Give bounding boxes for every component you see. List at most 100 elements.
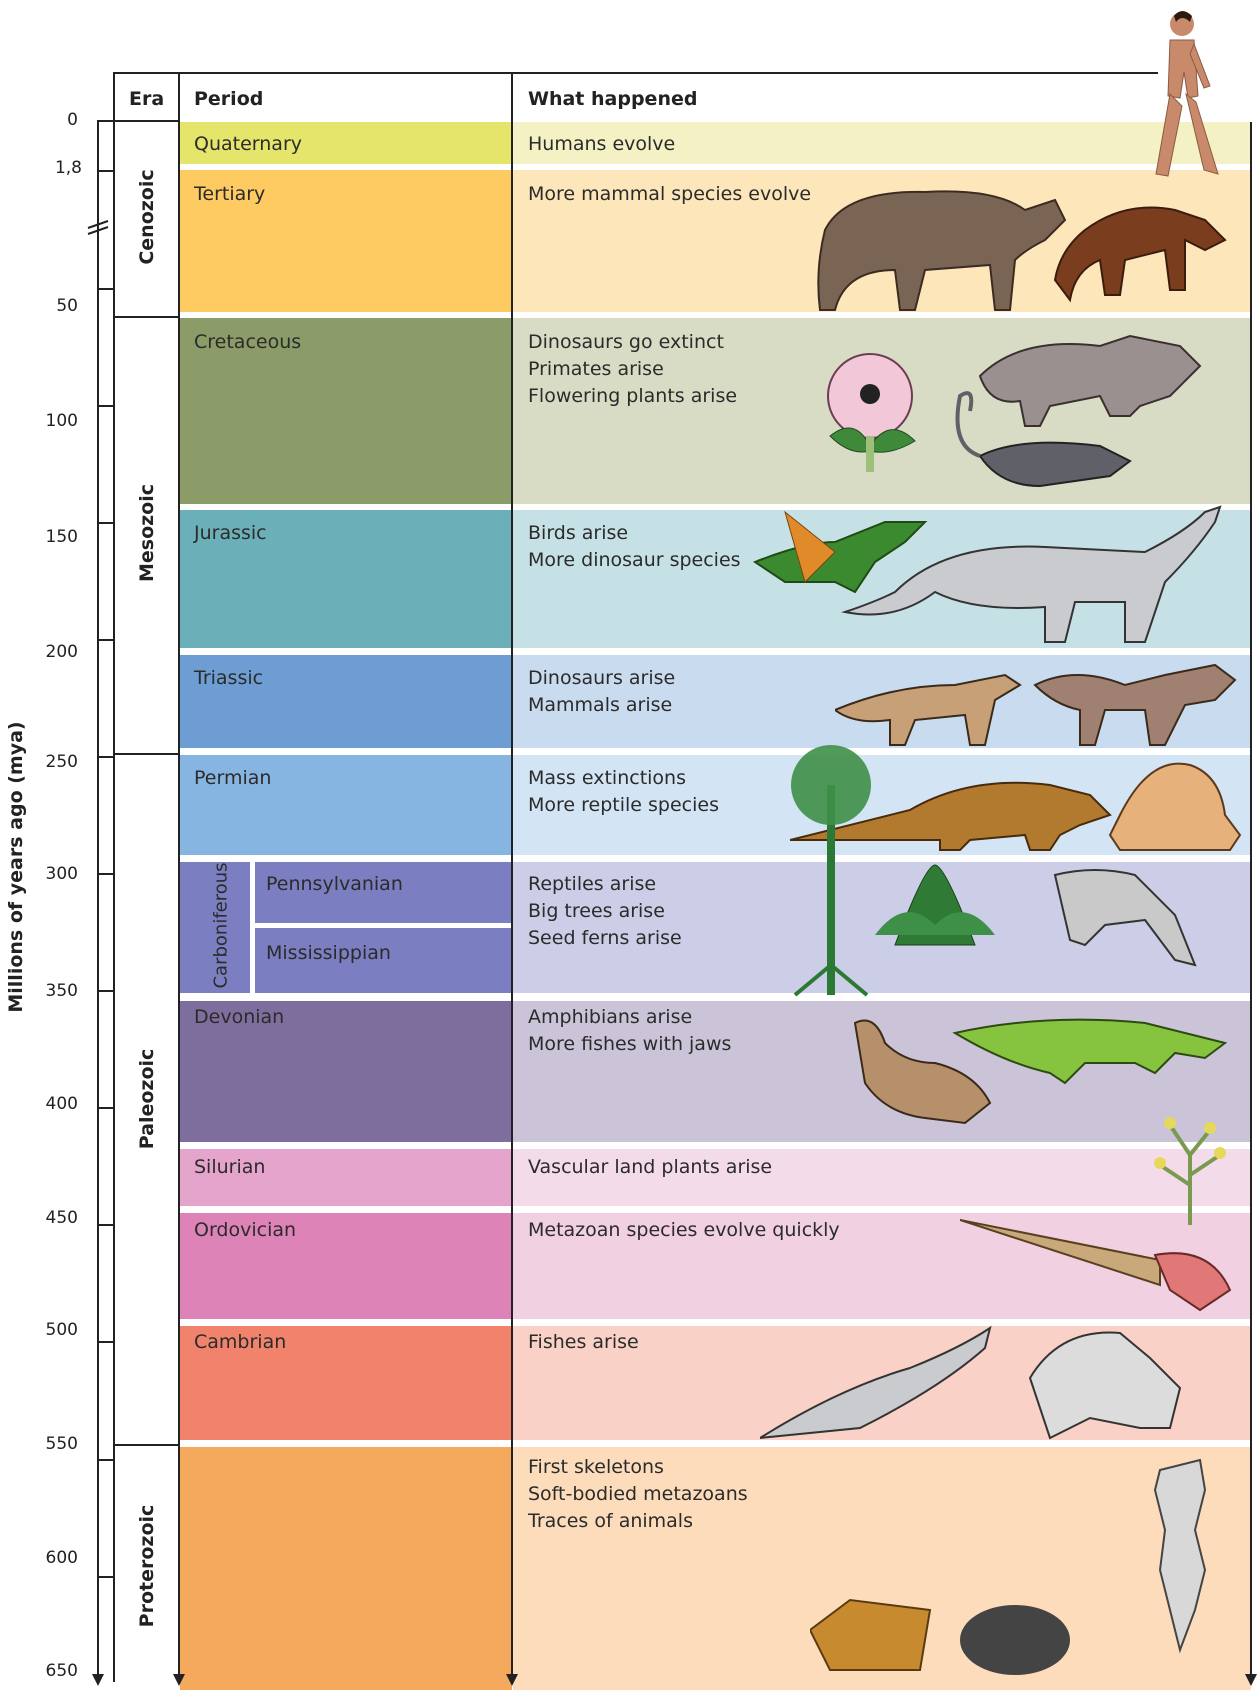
period-name-devonian: Devonian	[194, 1004, 284, 1031]
ediacaran-fossil-illustrations	[810, 1450, 1240, 1690]
triassic-reptile-illustrations	[835, 655, 1245, 750]
period-name-tertiary: Tertiary	[194, 181, 265, 208]
events-cambrian: Fishes arise	[528, 1329, 639, 1356]
fern-tree-illustrations	[775, 745, 1245, 1015]
header-bottom-rule	[113, 120, 179, 122]
tick-mark	[97, 288, 113, 290]
era-paleozoic: Paleozoic	[136, 1039, 158, 1159]
tick-mark	[97, 1107, 113, 1109]
events-cretaceous: Dinosaurs go extinct Primates arise Flow…	[528, 329, 737, 410]
events-permian: Mass extinctions More reptile species	[528, 765, 719, 819]
tick-label: 650	[18, 1661, 78, 1681]
event-line: Humans evolve	[528, 131, 675, 158]
time-axis-line	[97, 120, 99, 1680]
header-events: What happened	[528, 88, 697, 110]
period-band-proterozoic	[180, 1447, 512, 1690]
era-column-left	[113, 72, 115, 1682]
period-name-pennsylvanian: Pennsylvanian	[266, 871, 403, 898]
dinosaur-flower-illustrations	[800, 316, 1240, 502]
event-line: Soft-bodied metazoans	[528, 1481, 748, 1508]
tick-mark	[97, 1341, 113, 1343]
event-line: Dinosaurs go extinct	[528, 329, 737, 356]
tick-mark	[97, 522, 113, 524]
tick-label: 500	[18, 1320, 78, 1340]
tick-label: 1,8	[22, 158, 82, 178]
tick-label: 300	[18, 864, 78, 884]
period-name-mississippian: Mississippian	[266, 940, 391, 967]
tick-label: 600	[18, 1548, 78, 1568]
down-arrow-icon	[90, 1672, 106, 1688]
event-line: Reptiles arise	[528, 871, 682, 898]
tick-label: 100	[18, 411, 78, 431]
period-name-ordovician: Ordovician	[194, 1217, 296, 1244]
period-name-permian: Permian	[194, 765, 271, 792]
cambrian-animal-illustrations	[760, 1318, 1240, 1443]
events-ordovician: Metazoan species evolve quickly	[528, 1217, 840, 1244]
event-line: Flowering plants arise	[528, 383, 737, 410]
tick-mark	[97, 1459, 113, 1461]
axis-break-icon	[86, 218, 110, 236]
period-name-cretaceous: Cretaceous	[194, 329, 301, 356]
carboniferous-divider-horizontal	[255, 923, 512, 928]
human-figure	[1130, 6, 1230, 182]
event-line: Mammals arise	[528, 692, 675, 719]
events-jurassic: Birds arise More dinosaur species	[528, 520, 741, 574]
events-proterozoic: First skeletons Soft-bodied metazoans Tr…	[528, 1454, 748, 1535]
tick-label: 400	[18, 1094, 78, 1114]
tick-label: 0	[18, 110, 78, 130]
tick-mark	[97, 756, 113, 758]
tick-mark	[97, 990, 113, 992]
period-name-silurian: Silurian	[194, 1154, 265, 1181]
events-column-right	[1250, 122, 1252, 1682]
tick-mark	[97, 873, 113, 875]
tick-label: 150	[18, 527, 78, 547]
period-name-cambrian: Cambrian	[194, 1329, 286, 1356]
tick-mark	[97, 639, 113, 641]
event-line: First skeletons	[528, 1454, 748, 1481]
event-line: Primates arise	[528, 356, 737, 383]
event-line: Vascular land plants arise	[528, 1154, 772, 1181]
event-line: More fishes with jaws	[528, 1031, 731, 1058]
down-arrow-icon	[504, 1672, 520, 1688]
event-line: Birds arise	[528, 520, 741, 547]
period-column-right	[511, 72, 513, 1682]
event-line: Traces of animals	[528, 1508, 748, 1535]
era-mesozoic: Mesozoic	[136, 473, 158, 593]
era-divider-paleozoic-proterozoic	[113, 1444, 180, 1446]
events-triassic: Dinosaurs arise Mammals arise	[528, 665, 675, 719]
tick-mark	[97, 1576, 113, 1578]
event-line: Mass extinctions	[528, 765, 719, 792]
era-column-right	[178, 72, 180, 1682]
header-era: Era	[129, 88, 164, 110]
era-divider-mesozoic-paleozoic	[113, 753, 180, 755]
period-name-jurassic: Jurassic	[194, 520, 267, 547]
event-line: Amphibians arise	[528, 1004, 731, 1031]
mammal-illustrations	[805, 170, 1245, 315]
event-line: Dinosaurs arise	[528, 665, 675, 692]
event-line: More dinosaur species	[528, 547, 741, 574]
tick-mark	[97, 405, 113, 407]
tick-label: 250	[18, 752, 78, 772]
event-line: More reptile species	[528, 792, 719, 819]
era-cenozoic: Cenozoic	[136, 157, 158, 277]
events-devonian: Amphibians arise More fishes with jaws	[528, 1004, 731, 1058]
tick-mark	[97, 170, 113, 172]
top-rule	[113, 72, 1158, 74]
nautiloid-illustration	[960, 1210, 1240, 1320]
tick-label: 450	[18, 1208, 78, 1228]
period-name-triassic: Triassic	[194, 665, 263, 692]
bird-dinosaur-illustrations	[745, 492, 1245, 652]
era-divider-cenozoic-mesozoic	[113, 316, 180, 318]
events-tertiary: More mammal species evolve	[528, 181, 811, 208]
period-name-quaternary: Quaternary	[194, 131, 302, 158]
event-line: Big trees arise	[528, 898, 682, 925]
event-line: More mammal species evolve	[528, 181, 811, 208]
event-line: Fishes arise	[528, 1329, 639, 1356]
period-name-carboniferous: Carboniferous	[208, 861, 235, 991]
down-arrow-icon	[1243, 1672, 1259, 1688]
tick-label: 200	[18, 642, 78, 662]
event-line: Seed ferns arise	[528, 925, 682, 952]
tick-label: 350	[18, 981, 78, 1001]
header-period: Period	[194, 88, 263, 110]
events-carboniferous: Reptiles arise Big trees arise Seed fern…	[528, 871, 682, 952]
